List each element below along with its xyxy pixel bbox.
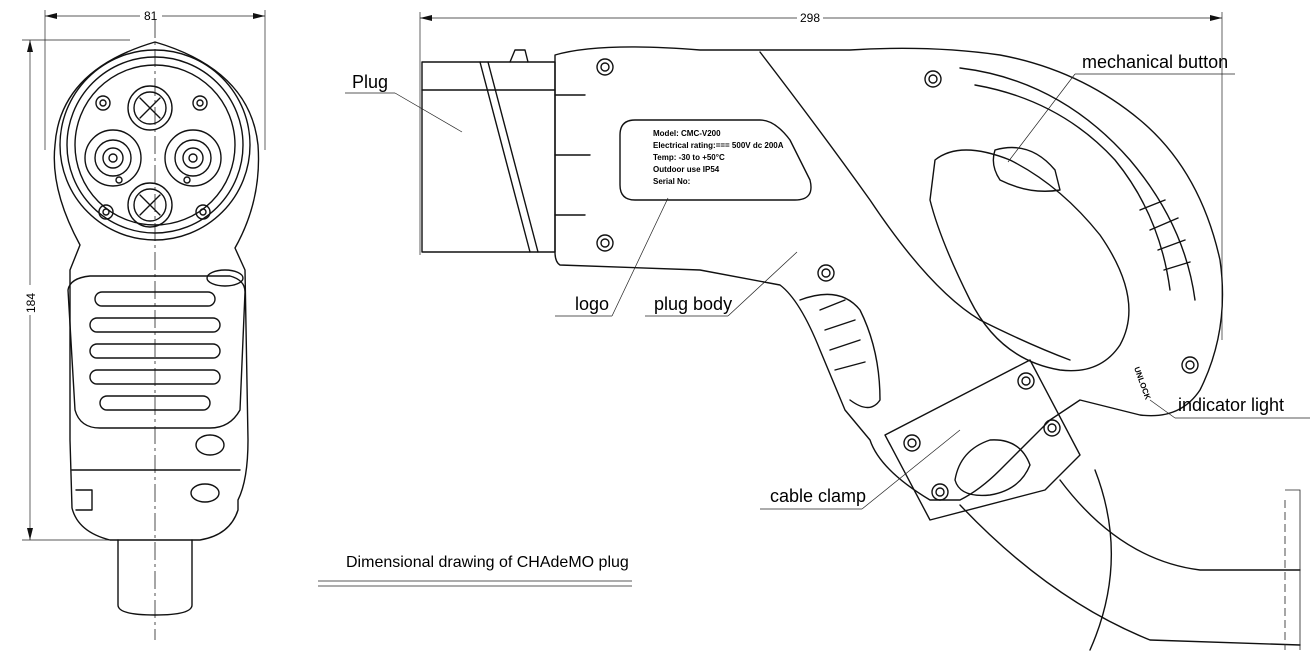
front-view: 81 184 xyxy=(22,9,266,640)
side-cable xyxy=(959,479,1301,646)
label-indicator-light: indicator light xyxy=(1178,395,1284,415)
dimension-height: 184 xyxy=(22,39,130,541)
plug-body-outline xyxy=(554,46,1224,501)
label-plug: Plug xyxy=(352,72,388,92)
side-view: 298 Model: CMC-V200 Electrical rating:==… xyxy=(419,11,1301,651)
pin-left xyxy=(84,129,142,187)
pin-top xyxy=(127,85,173,131)
nameplate: Model: CMC-V200 Electrical rating:=== 50… xyxy=(619,119,812,201)
nameplate-line-5: Serial No: xyxy=(653,177,690,186)
nameplate-line-4: Outdoor use IP54 xyxy=(653,165,720,174)
unlock-text: UNLOCK xyxy=(1132,366,1152,401)
pin-right xyxy=(164,129,222,187)
label-plug-body: plug body xyxy=(654,294,732,314)
label-cable-clamp: cable clamp xyxy=(770,486,866,506)
label-logo: logo xyxy=(575,294,609,314)
dimension-width: 81 xyxy=(44,9,266,150)
label-mechanical-button: mechanical button xyxy=(1082,52,1228,72)
handle-opening xyxy=(929,149,1130,372)
dimension-length-text: 298 xyxy=(800,11,820,25)
mechanical-button-shape xyxy=(992,146,1061,192)
front-grip-panel xyxy=(67,275,246,429)
nameplate-line-2: Electrical rating:=== 500V dc 200A xyxy=(653,141,784,150)
callouts: Plug logo plug body mechanical button in… xyxy=(318,52,1310,587)
nameplate-line-3: Temp: -30 to +50°C xyxy=(653,153,725,162)
nameplate-line-1: Model: CMC-V200 xyxy=(653,129,721,138)
dimension-height-text: 184 xyxy=(24,293,38,313)
front-cable xyxy=(117,539,193,616)
front-body-outline xyxy=(53,41,260,541)
cable-clamp-shape xyxy=(884,359,1081,521)
pin-bottom xyxy=(127,182,173,228)
dimension-width-text: 81 xyxy=(144,9,158,23)
caption: Dimensional drawing of CHAdeMO plug xyxy=(346,554,629,571)
